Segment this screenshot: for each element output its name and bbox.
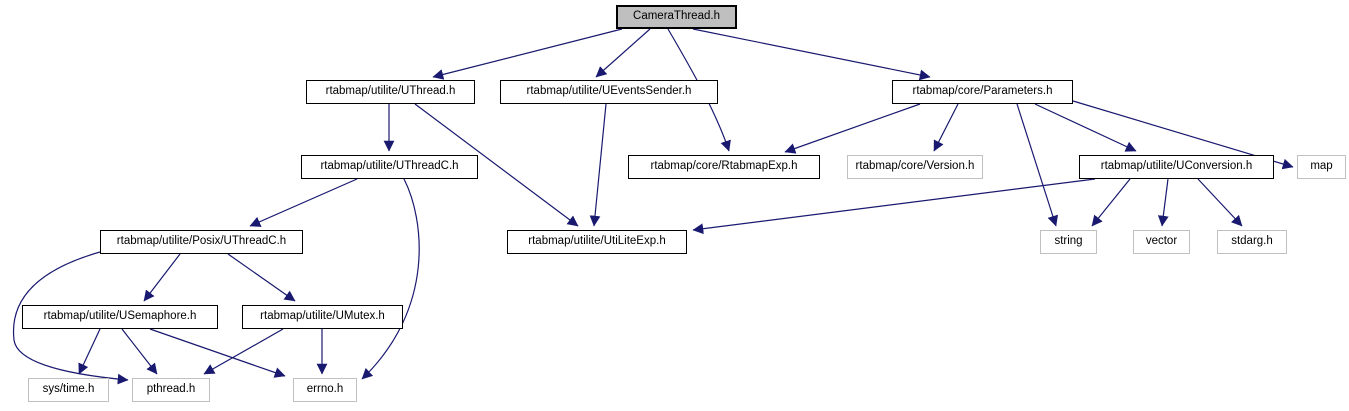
edge-posixuthreadc-pthread — [12, 251, 129, 385]
edge-parameters-string — [1016, 103, 1059, 227]
node-label: map — [1310, 160, 1333, 173]
edge-camerathread-ueventssender — [595, 28, 651, 78]
edge-camerathread-uthread — [432, 28, 623, 80]
node-camerathread: CameraThread.h — [616, 5, 737, 29]
node-stdarg: stdarg.h — [1217, 230, 1287, 254]
node-label: rtabmap/utilite/UEventsSender.h — [526, 85, 692, 98]
edge-parameters-uconversion — [1034, 103, 1137, 152]
edge-uthreadc-errno — [361, 178, 420, 380]
edge-ueventssender-utiliteexp — [589, 103, 607, 227]
edge-uconversion-utiliteexp — [692, 178, 1096, 235]
node-label: rtabmap/core/Parameters.h — [912, 85, 1053, 98]
edge-usemaphore-pthread — [121, 328, 158, 375]
edge-parameters-version — [933, 103, 959, 152]
node-label: rtabmap/utilite/USemaphore.h — [43, 310, 197, 323]
node-label: errno.h — [306, 383, 344, 396]
node-label: rtabmap/utilite/Posix/UThreadC.h — [116, 235, 287, 248]
node-version: rtabmap/core/Version.h — [847, 155, 983, 179]
edge-usemaphore-errno — [149, 328, 286, 378]
node-uthreadc[interactable]: rtabmap/utilite/UThreadC.h — [301, 155, 478, 179]
node-map: map — [1297, 155, 1346, 179]
node-posixuthreadc[interactable]: rtabmap/utilite/Posix/UThreadC.h — [100, 230, 303, 254]
node-label: rtabmap/utilite/UThreadC.h — [320, 160, 459, 173]
node-usemaphore[interactable]: rtabmap/utilite/USemaphore.h — [22, 305, 218, 329]
node-label: CameraThread.h — [633, 10, 720, 23]
node-label: rtabmap/utilite/UThread.h — [325, 85, 456, 98]
edge-posixuthreadc-usemaphore — [143, 253, 181, 302]
edge-umutex-pthread — [203, 328, 284, 375]
edge-uconversion-stdarg — [1197, 178, 1243, 227]
node-utiliteexp[interactable]: rtabmap/utilite/UtiLiteExp.h — [507, 230, 687, 254]
node-rtabmapexp[interactable]: rtabmap/core/RtabmapExp.h — [628, 155, 820, 179]
node-label: rtabmap/utilite/UMutex.h — [260, 310, 385, 323]
node-errno: errno.h — [293, 378, 357, 402]
edge-uconversion-vector — [1157, 178, 1169, 227]
node-label: string — [1054, 235, 1083, 248]
edge-uthreadc-posixuthreadc — [249, 178, 358, 227]
node-label: sys/time.h — [42, 383, 95, 396]
node-ueventssender[interactable]: rtabmap/utilite/UEventsSender.h — [500, 80, 718, 104]
node-label: rtabmap/core/RtabmapExp.h — [650, 160, 798, 173]
edge-posixuthreadc-umutex — [227, 253, 296, 302]
edge-uthread-utiliteexp — [414, 103, 579, 227]
node-parameters[interactable]: rtabmap/core/Parameters.h — [892, 80, 1073, 104]
node-label: rtabmap/utilite/UConversion.h — [1100, 160, 1253, 173]
node-label: pthread.h — [146, 383, 196, 396]
node-systime: sys/time.h — [28, 378, 109, 402]
edge-usemaphore-systime — [78, 328, 101, 375]
node-pthread: pthread.h — [132, 378, 210, 402]
edge-parameters-rtabmapexp — [784, 103, 921, 154]
edge-camerathread-parameters — [692, 28, 931, 81]
node-uconversion[interactable]: rtabmap/utilite/UConversion.h — [1079, 155, 1274, 179]
edge-uconversion-string — [1091, 178, 1131, 227]
node-label: rtabmap/utilite/UtiLiteExp.h — [528, 235, 666, 248]
node-label: vector — [1145, 235, 1178, 248]
node-vector: vector — [1133, 230, 1190, 254]
node-umutex[interactable]: rtabmap/utilite/UMutex.h — [242, 305, 403, 329]
node-string: string — [1040, 230, 1097, 254]
node-label: stdarg.h — [1231, 235, 1273, 248]
node-label: rtabmap/core/Version.h — [855, 160, 975, 173]
node-uthread[interactable]: rtabmap/utilite/UThread.h — [306, 80, 475, 104]
